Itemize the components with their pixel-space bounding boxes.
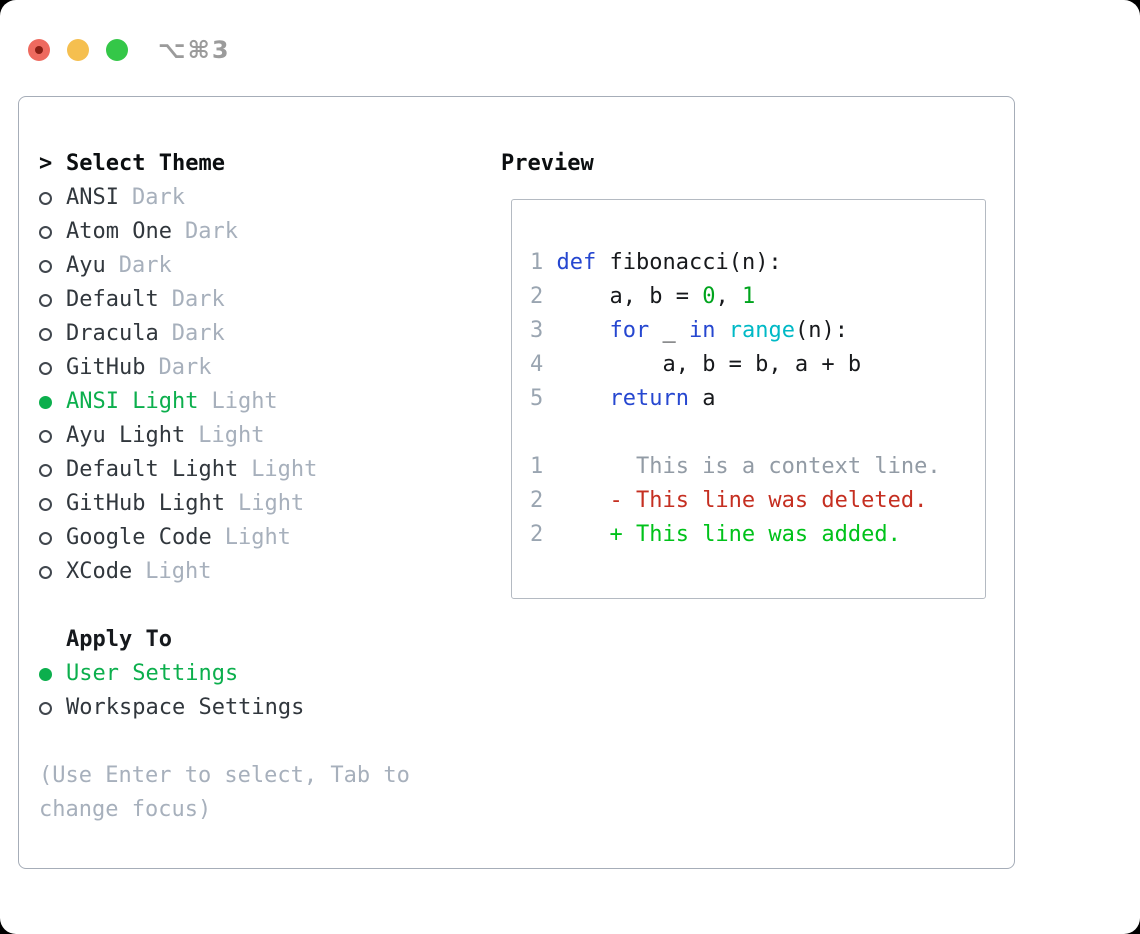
- theme-variant-tag: Light: [224, 525, 291, 550]
- option-label: ANSI: [66, 185, 119, 210]
- theme-option-ayu[interactable]: Ayu Dark: [39, 249, 501, 283]
- theme-option-google-code[interactable]: Google Code Light: [39, 521, 501, 555]
- code-line: 1 def fibonacci(n):: [530, 250, 782, 275]
- option-label: Workspace Settings: [66, 695, 305, 720]
- radio-icon: [39, 225, 66, 239]
- radio-icon: [39, 327, 66, 341]
- theme-option-ansi-light[interactable]: ANSI Light Light: [39, 385, 501, 419]
- theme-option-default[interactable]: Default Dark: [39, 283, 501, 317]
- theme-variant-tag: Dark: [171, 321, 225, 346]
- code-line: 2 - This line was deleted.: [530, 488, 928, 513]
- theme-variant-tag: Light: [145, 559, 212, 584]
- option-label: Default: [66, 287, 159, 312]
- code-line: 5 return a: [530, 386, 716, 411]
- option-label: GitHub Light: [66, 491, 225, 516]
- select-theme-title: Select Theme: [66, 151, 225, 176]
- theme-option-ansi[interactable]: ANSI Dark: [39, 181, 501, 215]
- code-line: 1 This is a context line.: [530, 454, 941, 479]
- theme-variant-tag: Dark: [131, 185, 185, 210]
- radio-icon: [39, 701, 66, 715]
- theme-option-xcode[interactable]: XCode Light: [39, 555, 501, 589]
- radio-selected-icon: [39, 667, 66, 681]
- option-label: Ayu: [66, 253, 106, 278]
- code-preview-box: 1 def fibonacci(n): 2 a, b = 0, 1 3 for _ …: [511, 199, 986, 599]
- option-label: Ayu Light: [66, 423, 186, 448]
- traffic-lights: [28, 39, 128, 61]
- keyboard-hint: (Use Enter to select, Tab to change focu…: [39, 763, 410, 822]
- code-line: 2 a, b = 0, 1: [530, 284, 756, 309]
- radio-icon: [39, 531, 66, 545]
- radio-icon: [39, 429, 66, 443]
- code-line: 4 a, b = b, a + b: [530, 352, 862, 377]
- apply-to-header: Apply To: [39, 623, 501, 657]
- window-title: ⌥⌘3: [158, 36, 231, 64]
- theme-variant-tag: Dark: [184, 219, 238, 244]
- radio-icon: [39, 259, 66, 273]
- apply-to-title: Apply To: [66, 627, 172, 652]
- theme-variant-tag: Dark: [118, 253, 172, 278]
- radio-icon: [39, 361, 66, 375]
- option-label: GitHub: [66, 355, 146, 380]
- close-button[interactable]: [28, 39, 50, 61]
- preview-header: Preview: [501, 147, 1014, 181]
- theme-variant-tag: Dark: [171, 287, 225, 312]
- option-label: Google Code: [66, 525, 212, 550]
- theme-variant-tag: Light: [251, 457, 318, 482]
- radio-selected-icon: [39, 395, 66, 409]
- close-dot-icon: [35, 46, 43, 54]
- theme-variant-tag: Light: [237, 491, 305, 516]
- option-label: Atom One: [66, 219, 172, 244]
- theme-option-atom-one[interactable]: Atom One Dark: [39, 215, 501, 249]
- radio-icon: [39, 293, 66, 307]
- minimize-button[interactable]: [67, 39, 89, 61]
- focus-caret-icon: >: [39, 151, 53, 176]
- option-label: ANSI Light: [66, 389, 199, 414]
- theme-option-dracula[interactable]: Dracula Dark: [39, 317, 501, 351]
- radio-icon: [39, 565, 66, 579]
- title-bar: ⌥⌘3: [0, 0, 1140, 74]
- theme-variant-tag: Light: [211, 389, 278, 414]
- theme-option-ayu-light[interactable]: Ayu Light Light: [39, 419, 501, 453]
- theme-option-github[interactable]: GitHub Dark: [39, 351, 501, 385]
- option-label: User Settings: [66, 661, 239, 686]
- option-label: Dracula: [66, 321, 159, 346]
- apply-option-workspace-settings[interactable]: Workspace Settings: [39, 691, 501, 725]
- radio-icon: [39, 463, 66, 477]
- theme-variant-tag: Dark: [158, 355, 212, 380]
- code-line: 2 + This line was added.: [530, 522, 901, 547]
- zoom-button[interactable]: [106, 39, 128, 61]
- theme-variant-tag: Light: [198, 423, 265, 448]
- preview-title: Preview: [501, 151, 594, 176]
- code-line: 3 for _ in range(n):: [530, 318, 848, 343]
- radio-icon: [39, 497, 66, 511]
- theme-option-default-light[interactable]: Default Light Light: [39, 453, 501, 487]
- select-theme-header: > Select Theme: [39, 147, 501, 181]
- option-label: Default Light: [66, 457, 239, 482]
- option-label: XCode: [66, 559, 133, 584]
- radio-icon: [39, 191, 66, 205]
- preview-column: Preview 1 def fibonacci(n): 2 a, b = 0, 1…: [501, 147, 1014, 868]
- apply-option-user-settings[interactable]: User Settings: [39, 657, 501, 691]
- code-line: [530, 416, 985, 450]
- theme-option-github-light[interactable]: GitHub Light Light: [39, 487, 501, 521]
